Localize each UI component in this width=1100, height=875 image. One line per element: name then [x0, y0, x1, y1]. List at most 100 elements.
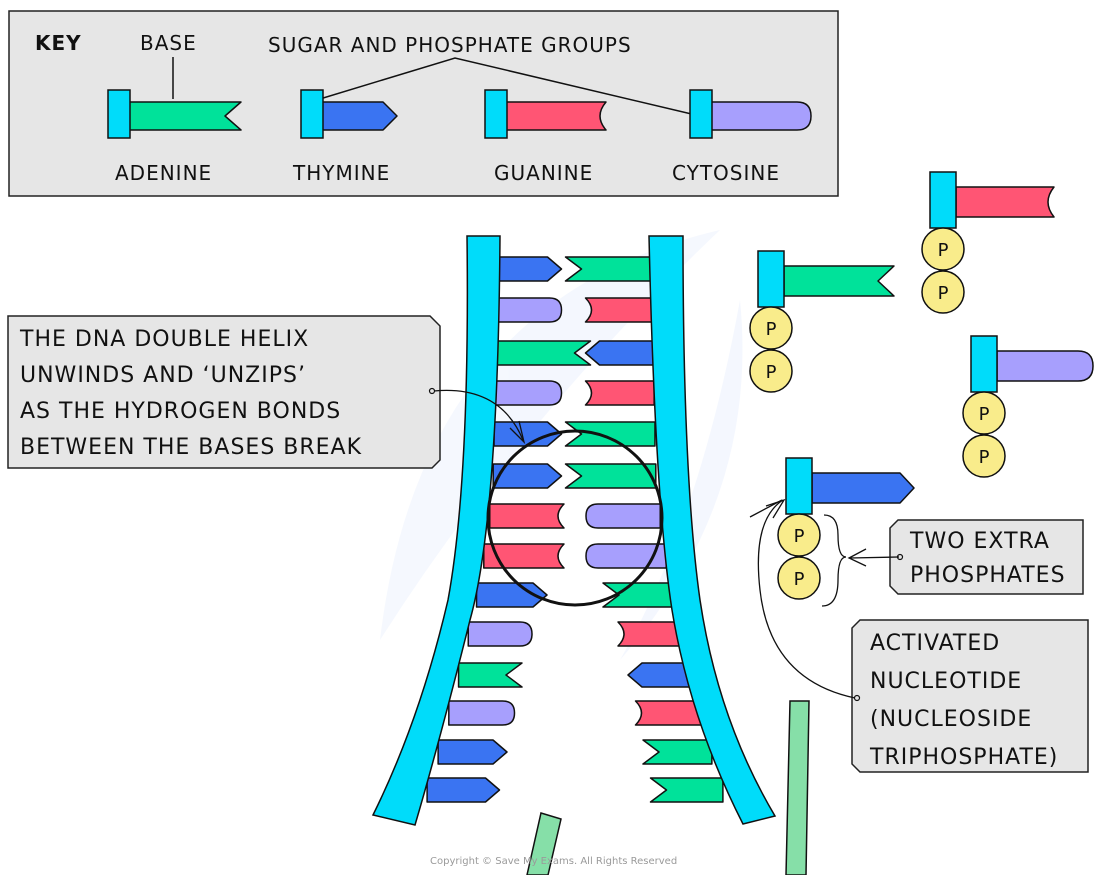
- key-nucleotide-adenine: [107, 89, 242, 139]
- right-guanine-base: [584, 380, 655, 406]
- helix-base-pairs: [426, 256, 724, 803]
- free-nucleotide-thymine: PP: [777, 457, 915, 600]
- phosphate-icon: [777, 513, 821, 557]
- copyright-text: Copyright © Save My Exams. All Rights Re…: [430, 856, 677, 867]
- key-items: [107, 89, 812, 139]
- left-thymine-base: [426, 777, 501, 803]
- right-cytosine-base: [585, 503, 661, 529]
- free-nucleotide-cytosine: PP: [962, 335, 1094, 478]
- extra-phosphates-box: [889, 519, 1084, 595]
- activated-line-1: ACTIVATED: [870, 631, 1000, 656]
- activated-nucleotide-callout: ACTIVATED NUCLEOTIDE (NUCLEOSIDE TRIPHOS…: [749, 498, 1089, 773]
- extra-phosphates-line-2: PHOSPHATES: [910, 563, 1066, 588]
- key-title: KEY: [35, 31, 82, 55]
- phosphate-label: P: [938, 283, 949, 304]
- left-cytosine-base: [467, 621, 533, 647]
- phosphate-label: P: [794, 526, 805, 547]
- phosphate-label: P: [766, 362, 777, 383]
- phosphate-label: P: [766, 319, 777, 340]
- sugar-phosphate: [757, 250, 785, 308]
- sugar-phosphate: [929, 171, 957, 229]
- extra-phosphates-line-1: TWO EXTRA: [909, 529, 1050, 554]
- arrowhead-icon: [765, 498, 786, 519]
- phosphate-label: P: [794, 569, 805, 590]
- key-base-thymine: [321, 101, 398, 131]
- left-thymine-base: [475, 582, 548, 608]
- dna-helix: [371, 235, 777, 826]
- free-base-guanine: [955, 186, 1055, 218]
- phosphate-label: P: [979, 447, 990, 468]
- phosphate-icon: [962, 391, 1006, 435]
- left-thymine-base: [492, 463, 563, 489]
- key-sugar-phosphate: [689, 89, 713, 139]
- focus-circle: [486, 429, 664, 607]
- left-guanine-base: [483, 543, 565, 569]
- left-thymine-base: [437, 739, 508, 765]
- left-thymine-base: [496, 256, 563, 282]
- new-strand-left: [526, 812, 562, 875]
- right-adenine-base: [564, 463, 657, 489]
- key-label-guanine: GUANINE: [494, 161, 593, 185]
- unzip-arrow: [433, 389, 524, 441]
- right-thymine-base: [627, 662, 693, 688]
- free-base-thymine: [811, 472, 915, 504]
- activated-arrow: [757, 499, 856, 699]
- activated-line-2: NUCLEOTIDE: [870, 669, 1022, 694]
- right-adenine-base: [649, 777, 724, 803]
- key-sugar-phosphate: [484, 89, 508, 139]
- right-adenine-base: [564, 256, 653, 282]
- unzip-line-1: THE DNA DOUBLE HELIX: [19, 327, 309, 352]
- unzip-line-2: UNWINDS AND ‘UNZIPS’: [20, 363, 306, 388]
- right-guanine-base: [634, 700, 702, 726]
- activated-line-4: TRIPHOSPHATE): [869, 745, 1058, 770]
- new-strand-right: [785, 700, 810, 875]
- key-base-cytosine: [710, 101, 812, 131]
- unzip-line-4: BETWEEN THE BASES BREAK: [20, 435, 362, 460]
- phosphate-icon: [777, 556, 821, 600]
- key-sugar-phosphate-label: SUGAR AND PHOSPHATE GROUPS: [268, 33, 632, 57]
- sugar-pointer-line: [309, 57, 701, 117]
- arrowhead-icon: [749, 499, 783, 518]
- key-base-label: BASE: [140, 31, 197, 55]
- free-base-cytosine: [996, 350, 1094, 382]
- phosphate-icon: [921, 270, 965, 314]
- sugar-phosphate: [970, 335, 998, 393]
- left-cytosine-base: [495, 297, 563, 323]
- sugar-phosphate: [785, 457, 813, 515]
- phosphate-label: P: [938, 240, 949, 261]
- phosphate-label: P: [979, 404, 990, 425]
- phosphate-icon: [921, 227, 965, 271]
- key-nucleotide-guanine: [484, 89, 607, 139]
- key-label-thymine: THYMINE: [292, 161, 390, 185]
- activated-box: [851, 619, 1089, 773]
- activated-line-3: (NUCLEOSIDE: [870, 707, 1032, 732]
- key-nucleotide-cytosine: [689, 89, 812, 139]
- right-guanine-base: [584, 297, 654, 323]
- arrowhead-icon: [509, 420, 526, 445]
- phosphate-icon: [962, 434, 1006, 478]
- unzip-line-3: AS THE HYDROGEN BONDS: [20, 399, 341, 424]
- left-cytosine-base: [494, 380, 563, 406]
- key-sugar-phosphate: [300, 89, 324, 139]
- left-cytosine-base: [448, 700, 516, 726]
- left-adenine-base: [457, 662, 523, 688]
- free-base-adenine: [783, 265, 895, 297]
- free-nucleotide-adenine: PP: [749, 250, 895, 393]
- arrowhead-icon: [847, 548, 867, 567]
- right-cytosine-base: [585, 543, 667, 569]
- key-sugar-phosphate: [107, 89, 131, 139]
- connector-dot: [896, 553, 904, 561]
- right-thymine-base: [584, 340, 655, 366]
- key-base-adenine: [128, 101, 242, 131]
- right-guanine-base: [617, 621, 683, 647]
- phosphate-icon: [749, 306, 793, 350]
- phosphate-icon: [749, 349, 793, 393]
- right-adenine-base: [564, 421, 656, 447]
- brace-icon: [821, 514, 847, 607]
- key-label-adenine: ADENINE: [115, 161, 212, 185]
- key-label-cytosine: CYTOSINE: [672, 161, 780, 185]
- right-adenine-base: [642, 739, 713, 765]
- key-base-guanine: [505, 101, 607, 131]
